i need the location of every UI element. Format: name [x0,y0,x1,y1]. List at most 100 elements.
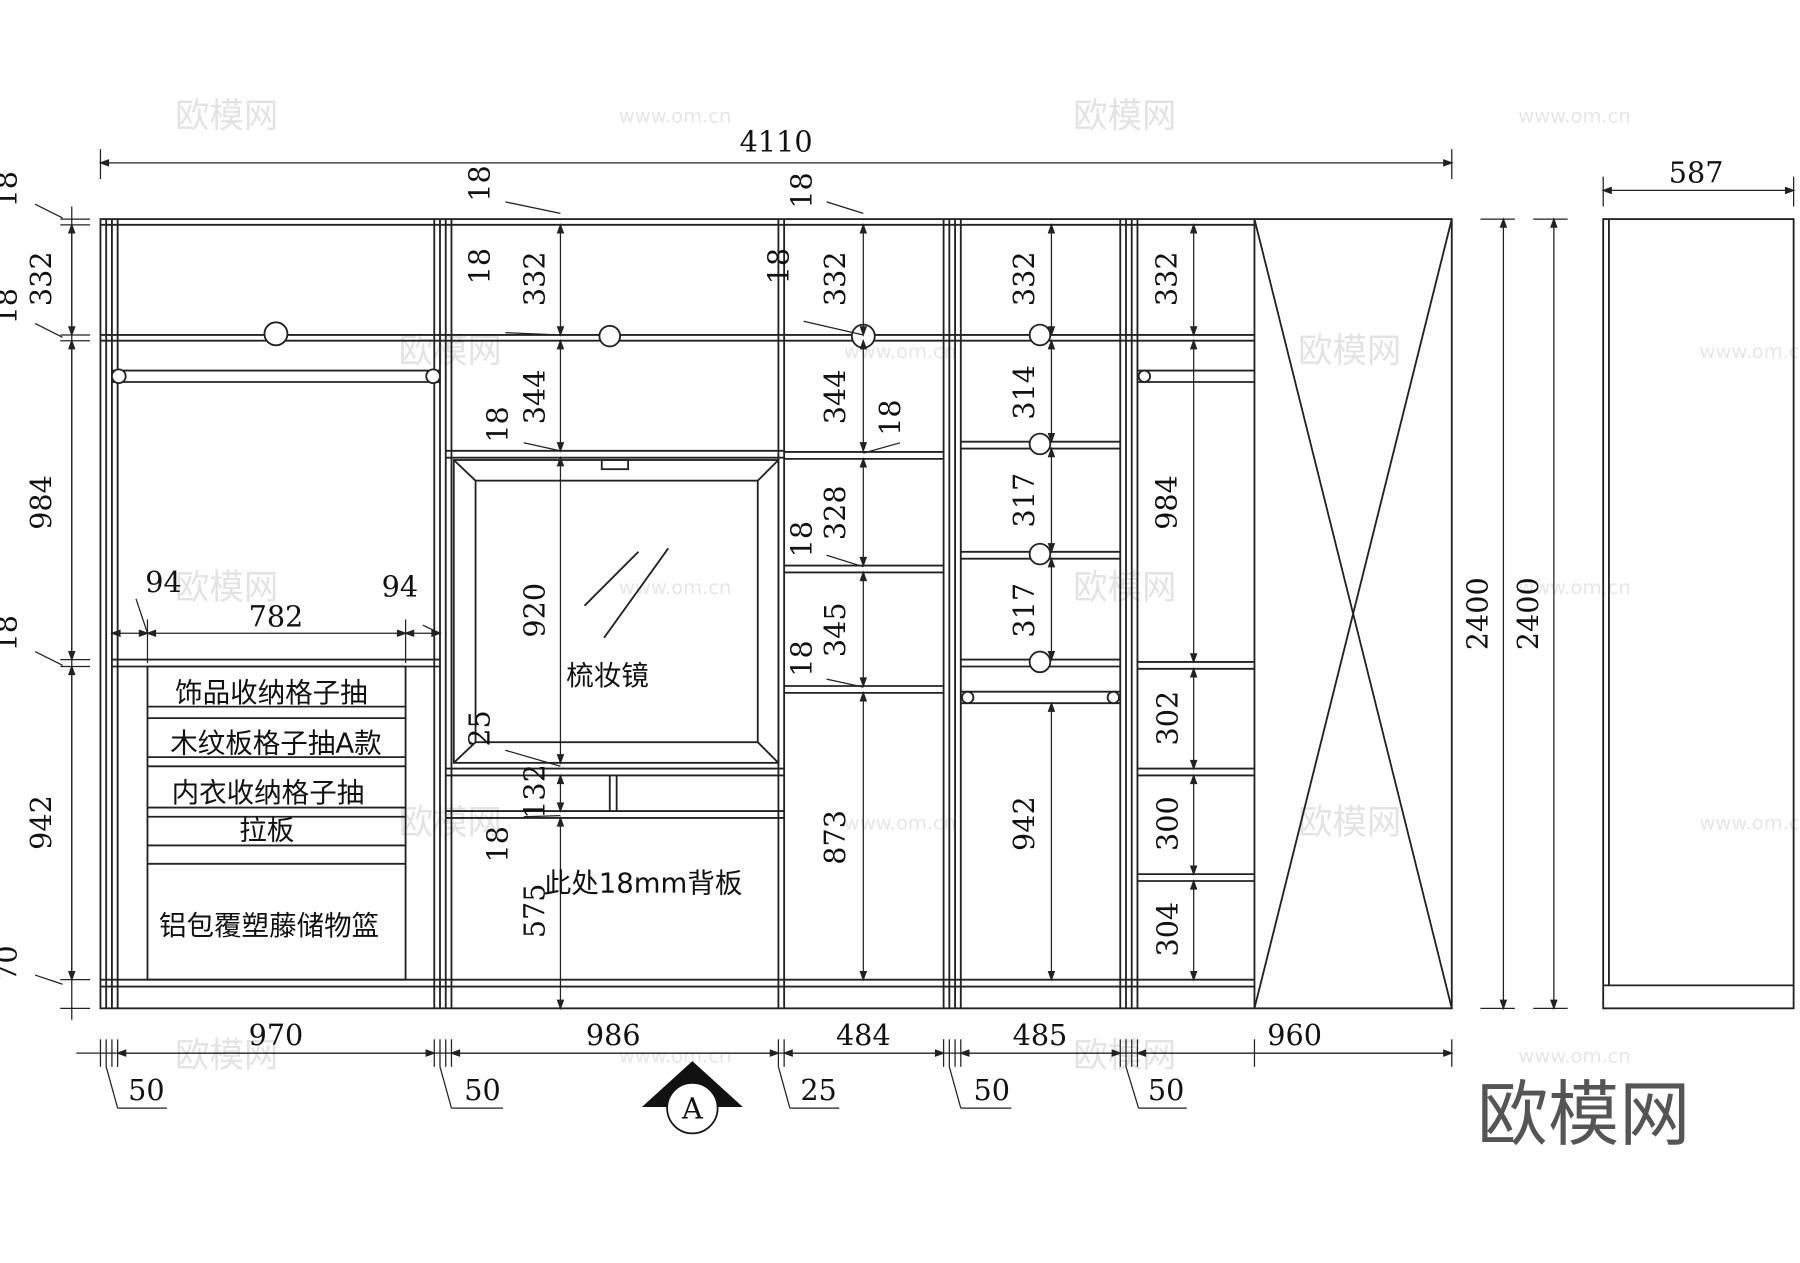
dimension-arrow-125 [859,338,868,350]
bottom-width-dim-bay3: 484 [836,1018,891,1052]
dimension-arrow-143 [1047,326,1056,337]
watermark-logo-0: 欧模网 [175,96,278,136]
dimension-arrow-157 [1189,222,1198,234]
bay3-dim-lower-space: 345 [818,602,852,657]
dimension-line-136 [826,201,864,214]
dimension-arrow-102 [556,222,565,234]
overall-width-dim: 4110 [740,124,813,158]
watermark-url-2: www.om.cn [619,105,731,128]
bay5-dim-hanging-space: 984 [1149,475,1183,530]
dimension-arrow-129 [859,556,868,568]
bay1-dim-shelf-1: 18 [0,288,24,324]
bay1-label-accessory-drawer: 饰品收纳格子抽 [175,677,368,709]
dimension-arrow-126 [859,442,868,453]
dimension-arrow-152 [1047,650,1056,662]
dimension-arrow-34 [68,650,76,662]
dimension-line-137 [803,320,864,336]
dimension-arrow-154 [1047,701,1056,712]
dimension-arrow-148 [1047,446,1056,458]
dimension-line-97 [948,1066,962,1109]
dimension-line-91 [105,1066,119,1109]
watermark-logo-8: 欧模网 [175,568,278,608]
dimension-arrow-30 [68,222,76,234]
dimension-line-54 [422,624,441,634]
dimension-arrow-166 [1189,773,1198,785]
watermark-logo-16: 欧模网 [175,1036,278,1076]
dimension-arrow-145 [1047,338,1056,350]
watermark-logo-12: 欧模网 [399,803,502,843]
section-marker-a: A [641,1061,743,1135]
dimension-arrow-47 [396,629,408,637]
dimension-arrow-84 [934,1049,946,1057]
watermark-logo-1: 欧模网 [1073,96,1176,136]
dimension-line-119 [505,749,561,767]
dimension-arrow-164 [1189,759,1198,771]
dimension-line-38 [34,203,63,219]
bay1-dim-inner-width: 782 [249,599,304,633]
dimension-arrow-135 [859,970,868,982]
dimension-arrow-87 [1111,1049,1123,1057]
bay2-dim-shelf-2: 18 [481,406,515,442]
bay5-dim-shelf-space-3: 304 [1151,902,1185,957]
dimension-arrow-142 [1047,222,1056,234]
dimension-arrow-149 [1047,543,1056,554]
dimension-arrow-167 [1189,865,1198,876]
bay2-dim-upper-space: 344 [517,370,551,425]
bottom-width-dim-bay2: 986 [586,1018,641,1052]
dimension-line-139 [826,554,864,568]
bottom-offset-dim-4: 50 [974,1073,1010,1107]
dimension-arrow-90 [1443,1049,1454,1057]
dimension-arrow-161 [1189,653,1198,664]
bay1-dim-hanging-space: 984 [24,475,58,530]
bay4-dim-shelf-space-1: 314 [1007,365,1041,420]
dimension-arrow-169 [1189,879,1198,890]
dimension-line-99 [1125,1066,1140,1109]
dimension-arrow-103 [556,326,565,337]
dimension-arrow-122 [859,222,868,234]
dimension-arrow-12 [1499,999,1508,1011]
dimension-line-93 [439,1066,453,1109]
watermark-logo-17: 欧模网 [1073,1036,1176,1076]
dimension-arrow-114 [556,816,565,827]
bay4-dim-hanging-space: 942 [1007,796,1041,851]
dimension-line-140 [826,678,864,688]
dimension-arrow-49 [403,629,415,637]
bay3-dim-bottom-space: 873 [818,810,852,865]
bay3-dim-top-space: 332 [818,251,852,306]
dimension-arrow-131 [859,570,868,582]
dimension-line-39 [34,322,63,338]
bay3-dim-middle-space: 328 [818,485,852,540]
dimension-arrow-163 [1189,666,1198,678]
bay2-dim-mirror: 920 [517,583,551,638]
watermark-logo-13: 欧模网 [1298,803,1401,843]
dimension-arrow-43 [110,629,121,637]
dimension-arrow-81 [769,1049,781,1057]
bay4-dim-top-space: 332 [1007,251,1041,306]
bay2-dim-mirror-frame: 25 [462,710,496,746]
dimension-arrow-134 [859,690,868,702]
dimension-arrow-1 [98,159,110,167]
dimension-arrow-108 [556,455,565,467]
bay2-label-back-panel: 此处18mm背板 [544,867,743,899]
dimension-arrow-158 [1189,326,1198,337]
dimension-arrow-16 [1550,217,1558,228]
bay1-dim-right-gap: 94 [382,570,418,604]
watermark-url-10: www.om.cn [619,576,731,599]
dimension-arrow-31 [68,326,76,337]
side-depth-dim: 587 [1669,155,1724,189]
dimension-arrow-151 [1047,556,1056,568]
bottom-offset-dim-5: 50 [1148,1073,1184,1107]
bay4-dim-shelf-space-2: 317 [1007,473,1041,528]
bay3-dim-shelf-1: 18 [762,248,796,284]
watermark-url-14: www.om.cn [844,811,956,834]
watermark-url-18: www.om.cn [619,1044,731,1067]
bottom-offset-dim-2: 50 [464,1073,500,1107]
bay3-dim-upper-space: 344 [818,370,852,425]
dimension-line-138 [863,442,901,454]
bay1-dim-left-gap: 94 [145,565,181,599]
bottom-offset-dim-1: 50 [128,1073,164,1107]
watermark-url-7: www.om.cn [1700,340,1800,363]
watermark-logo-9: 欧模网 [1073,568,1176,608]
